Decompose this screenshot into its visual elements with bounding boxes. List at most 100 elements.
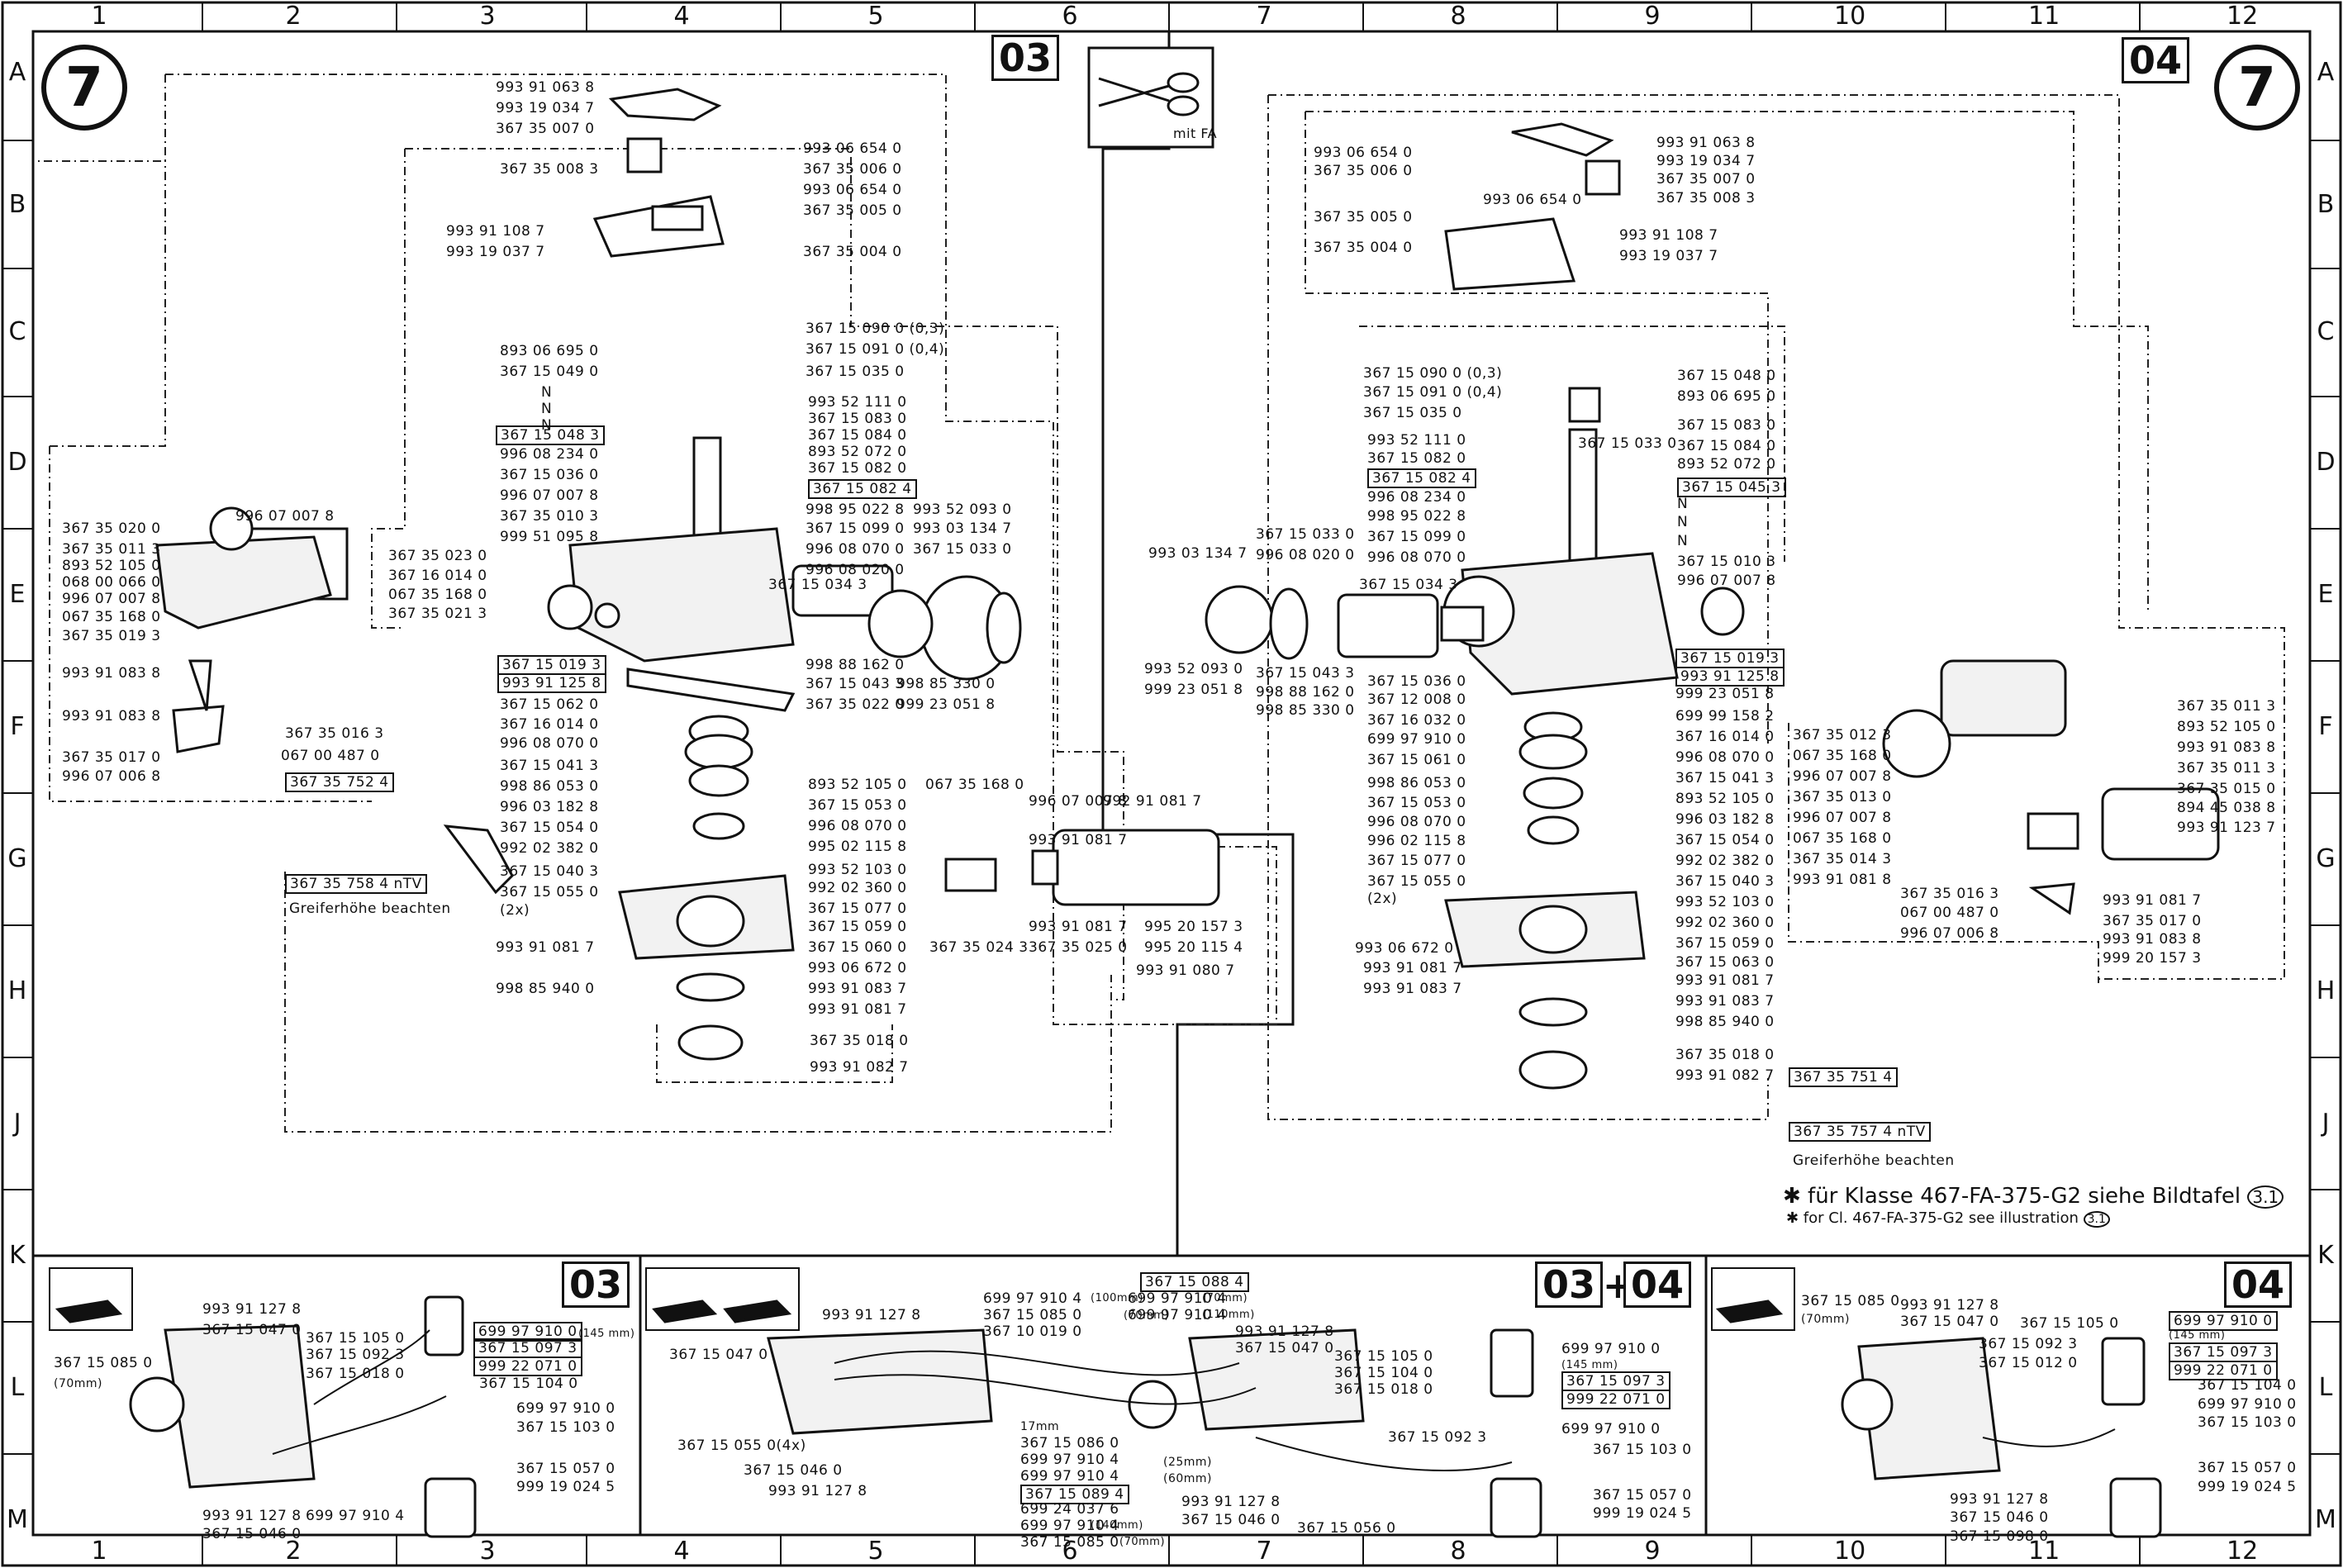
right-part-label: 993 91 125 8 <box>1675 667 1785 687</box>
scissors-label: mit FA <box>1173 126 1218 141</box>
right-part-label: 998 85 940 0 <box>1675 1014 1775 1030</box>
left-part-label: 998 85 940 0 <box>496 981 595 997</box>
right-part-label: 993 91 081 7 <box>2103 892 2202 909</box>
right-part-label: 993 19 034 7 <box>1656 153 1756 169</box>
bottom-left-part-label: 699 97 910 0 <box>516 1400 615 1417</box>
bottom-mid-part-label: 367 15 097 3 <box>1561 1371 1671 1391</box>
left-part-label: 993 91 083 7 <box>808 981 907 997</box>
greifer-note-right: Greiferhöhe beachten <box>1793 1152 1955 1169</box>
right-part-label: 996 08 020 0 <box>1256 547 1355 563</box>
left-part-label: 367 15 055 0 <box>500 884 599 900</box>
bottom-left-part-label: 999 22 071 0 <box>473 1357 582 1376</box>
bottom-left-part-label: 367 15 046 0 <box>202 1526 302 1542</box>
right-part-label: 996 07 007 8 <box>1793 768 1892 785</box>
oil-lube-drawings <box>49 1267 2162 1538</box>
section-label-left: 03 <box>991 35 1060 81</box>
grid-column-label-bot: 7 <box>1256 1537 1272 1566</box>
left-part-label: 067 35 168 0 <box>62 609 161 625</box>
note-de: ✱ für Klasse 467-FA-375-G2 siehe Bildtaf… <box>1783 1184 2284 1209</box>
left-part-label: 993 03 134 7 <box>913 520 1012 537</box>
grid-row-label-right: K <box>2317 1241 2334 1270</box>
right-part-label: 999 23 051 8 <box>1675 686 1775 702</box>
bottom-mid-part-label: 367 15 085 0 <box>1020 1534 1119 1551</box>
grid-column-label-top: 6 <box>1062 2 1078 31</box>
grid-row-label-right: J <box>2322 1109 2330 1138</box>
right-part-label: 993 52 103 0 <box>1675 894 1775 910</box>
grid-column-label-top: 5 <box>867 2 884 31</box>
bottom-mid-part-label: 367 10 019 0 <box>983 1323 1082 1340</box>
right-part-label: (2x) <box>1367 891 1398 907</box>
left-part-label: 067 35 168 0 <box>388 587 487 603</box>
left-part-label: 998 88 162 0 <box>806 657 905 673</box>
right-part-label: 996 03 182 8 <box>1675 811 1775 828</box>
right-part-label: 367 15 063 0 <box>1675 954 1775 971</box>
left-part-label: 367 15 040 3 <box>500 863 599 880</box>
left-part-label: 996 07 006 8 <box>62 768 161 785</box>
grid-column-label-bot: 1 <box>91 1537 107 1566</box>
right-part-label: 367 15 055 0 <box>1367 873 1466 890</box>
right-part-label: 998 85 330 0 <box>1256 702 1355 719</box>
left-part-label: 996 07 007 8 <box>62 591 161 607</box>
bottom-mid-part-label: 367 15 018 0 <box>1334 1381 1433 1398</box>
left-part-label: 993 91 083 8 <box>62 708 161 725</box>
bottom-right-part-label: 699 97 910 0 <box>2198 1396 2297 1413</box>
left-part-label: 367 35 004 0 <box>803 244 902 260</box>
right-part-label: 367 15 059 0 <box>1675 935 1775 952</box>
left-part-label: 367 35 007 0 <box>496 121 595 137</box>
grid-row-label-left: G <box>7 844 27 873</box>
left-part-label: 067 00 487 0 <box>281 748 380 764</box>
right-part-label: 367 35 017 0 <box>2103 913 2202 929</box>
right-part-label: 993 06 654 0 <box>1314 145 1413 161</box>
bottom-mid-part-label: 367 15 085 0 <box>983 1307 1082 1323</box>
right-part-label: 367 15 033 0 <box>1578 435 1677 452</box>
bottom-right-part-label: 367 15 103 0 <box>2198 1414 2297 1431</box>
left-part-label: 995 20 157 3 <box>1144 919 1243 935</box>
left-part-label: 993 91 108 7 <box>446 223 545 240</box>
section-label-bottom-right: 04 <box>2224 1262 2293 1308</box>
grid-row-label-left: A <box>8 58 26 87</box>
grid-column-label-top: 10 <box>1834 2 1866 31</box>
bottom-mid-part-label: 993 91 127 8 <box>822 1307 921 1323</box>
left-part-label: 367 35 022 0 <box>806 696 905 713</box>
right-part-label: 367 15 045 3 <box>1677 478 1786 497</box>
grid-row-label-left: E <box>9 580 26 609</box>
grid-column-label-top: 2 <box>285 2 302 31</box>
bottom-mid-part-label: 367 15 092 3 <box>1388 1429 1487 1446</box>
bottom-right-part-label: 367 15 046 0 <box>1950 1509 2049 1526</box>
right-part-label: 993 19 037 7 <box>1619 248 1718 264</box>
grid-row-label-right: F <box>2318 712 2333 741</box>
bottom-left-part-label: 367 15 103 0 <box>516 1419 615 1436</box>
right-part-label: 993 91 063 8 <box>1656 135 1756 151</box>
right-part-label: 893 52 105 0 <box>2177 719 2276 735</box>
bottom-mid-part-label: 993 91 127 8 <box>1181 1494 1281 1510</box>
right-part-label: 367 35 018 0 <box>1675 1047 1775 1063</box>
left-part-label: 996 08 070 0 <box>500 735 599 752</box>
right-part-label: 367 15 099 0 <box>1367 529 1466 545</box>
bottom-left-part-label: 367 15 047 0 <box>202 1322 302 1338</box>
left-part-label: 993 91 083 8 <box>62 665 161 682</box>
right-part-label: 367 15 043 3 <box>1256 665 1355 682</box>
right-part-label: N <box>1677 533 1689 549</box>
right-part-label: 367 35 007 0 <box>1656 171 1756 188</box>
right-part-label: 367 15 019 3 <box>1675 649 1785 668</box>
right-part-label: 893 52 105 0 <box>1675 791 1775 807</box>
greifer-note-left: Greiferhöhe beachten <box>289 900 451 917</box>
left-part-label: 367 35 024 3 <box>929 939 1029 956</box>
left-part-label: 996 08 234 0 <box>500 446 599 463</box>
right-part-label: 367 12 008 0 <box>1367 691 1466 708</box>
left-part-label: 893 06 695 0 <box>500 343 599 359</box>
left-part-label: 367 15 033 0 <box>913 541 1012 558</box>
grid-row-label-left: D <box>7 448 27 477</box>
plate-number-left: 7 <box>41 45 127 131</box>
grid-column-label-top: 4 <box>673 2 690 31</box>
right-part-label: N <box>1677 514 1689 530</box>
right-part-label: 699 97 910 0 <box>1367 731 1466 748</box>
bottom-right-part-label: 367 15 057 0 <box>2198 1460 2297 1476</box>
bottom-mid-part-label: (100mm) <box>1091 1292 1143 1304</box>
left-part-label: 367 15 043 3 <box>806 676 905 692</box>
right-part-label: 367 35 014 3 <box>1793 851 1892 867</box>
left-part-label: 367 15 082 4 <box>808 479 917 499</box>
right-part-label: 996 02 115 8 <box>1367 833 1466 849</box>
left-part-label: 893 52 105 0 <box>62 558 161 574</box>
left-part-label: 367 15 059 0 <box>808 919 907 935</box>
